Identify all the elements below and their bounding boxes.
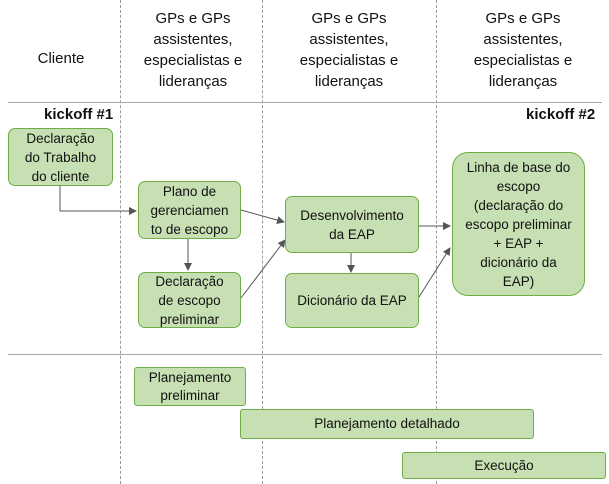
arrow-dicionario-to-linha-base (418, 247, 451, 298)
header-divider (8, 102, 602, 103)
column-header-2: GPs e GPs assistentes, especialistas e l… (143, 10, 243, 90)
kickoff-2-label: kickoff #2 (526, 106, 596, 123)
box-desenvolvimento-eap: Desenvolvimento da EAP (285, 196, 419, 253)
lane-divider-1 (120, 0, 121, 484)
kickoff-1-label: kickoff #1 (44, 106, 114, 123)
column-header-cliente: Cliente (37, 50, 85, 67)
phase-execucao: Execução (402, 452, 606, 479)
lane-divider-2 (262, 0, 263, 484)
phase-planejamento-preliminar: Planejamento preliminar (134, 367, 246, 406)
phase-divider (8, 354, 602, 355)
box-declaracao-trabalho: Declaração do Trabalho do cliente (8, 128, 113, 186)
box-plano-gerenciamento: Plano de gerenciamen to de escopo (138, 181, 241, 239)
lane-divider-3 (436, 0, 437, 484)
column-header-3: GPs e GPs assistentes, especialistas e l… (299, 10, 399, 90)
arrow-declaracao-to-plano (59, 186, 137, 215)
column-header-4: GPs e GPs assistentes, especialistas e l… (473, 10, 573, 90)
box-linha-base: Linha de base do escopo (declaração do e… (452, 152, 585, 296)
box-dicionario-eap: Dicionário da EAP (285, 273, 419, 328)
box-declaracao-preliminar: Declaração de escopo preliminar (138, 272, 241, 328)
arrow-plano-to-desenvolvimento (240, 209, 285, 224)
arrow-preliminar-to-desenvolvimento (240, 239, 286, 299)
phase-planejamento-detalhado: Planejamento detalhado (240, 409, 534, 439)
